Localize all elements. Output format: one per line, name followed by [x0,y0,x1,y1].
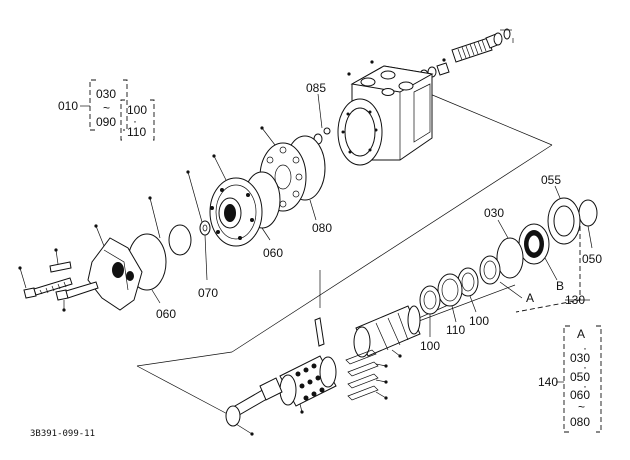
callout-050-g[interactable]: 050 [570,370,590,384]
callout-030-g[interactable]: 030 [570,351,590,365]
end-cap [87,224,143,311]
callout-090[interactable]: 090 [96,115,116,129]
callout-010[interactable]: 010 [58,99,78,113]
spacer-070 [186,170,211,281]
seal-housing-055 [547,185,581,245]
gerotor-set [209,154,263,247]
callout-060[interactable]: 060 [263,246,283,260]
sleeve [279,355,337,414]
pin [314,317,325,347]
assembly-outline [136,93,553,419]
callout-030-mid[interactable]: 030 [484,206,504,220]
range-tilde-2: ~ [578,400,585,414]
bracket-130 [515,226,590,313]
o-ring-030 [496,219,524,279]
relief-valve-spring [451,28,514,63]
callout-060-g[interactable]: 060 [570,388,590,402]
callout-085[interactable]: 085 [306,81,326,95]
callout-070[interactable]: 070 [198,286,218,300]
label-B[interactable]: B [556,279,564,293]
callout-030[interactable]: 030 [96,87,116,101]
callout-050[interactable]: 050 [582,252,602,266]
washers-100-110 [419,267,479,337]
centering-springs [345,349,388,401]
separator-dot-b: · [583,360,587,374]
callout-060-low[interactable]: 060 [156,307,176,321]
callout-100-c[interactable]: 100 [420,339,440,353]
document-id: 3B391-099-11 [30,429,95,439]
group-bracket-010 [80,79,155,141]
callout-055[interactable]: 055 [541,173,561,187]
cardan-shaft [225,377,283,436]
cap-bolts [18,248,99,312]
callout-130[interactable]: 130 [565,293,585,307]
check-ball-085 [313,93,331,145]
seal-assembly-B [518,223,558,281]
steering-unit-housing [337,60,434,166]
seal-ring-A [479,255,523,299]
callout-100[interactable]: 100 [127,103,147,117]
group-label-A[interactable]: A [577,327,585,341]
spool [353,305,421,358]
callout-100-a[interactable]: 100 [469,314,489,328]
range-tilde: ~ [103,101,110,115]
callout-110[interactable]: 110 [127,125,146,139]
callout-110-b[interactable]: 110 [446,323,465,337]
small-o-ring [168,224,192,256]
callout-140[interactable]: 140 [538,375,558,389]
dust-seal-050 [578,199,598,249]
label-A[interactable]: A [526,291,534,305]
separator-dot: · [133,114,137,128]
separator-dot-c: · [583,379,587,393]
callout-080-g[interactable]: 080 [570,415,590,429]
separator-dot-a: · [583,341,587,355]
callout-080[interactable]: 080 [312,221,332,235]
group-bracket-140 [556,325,602,433]
